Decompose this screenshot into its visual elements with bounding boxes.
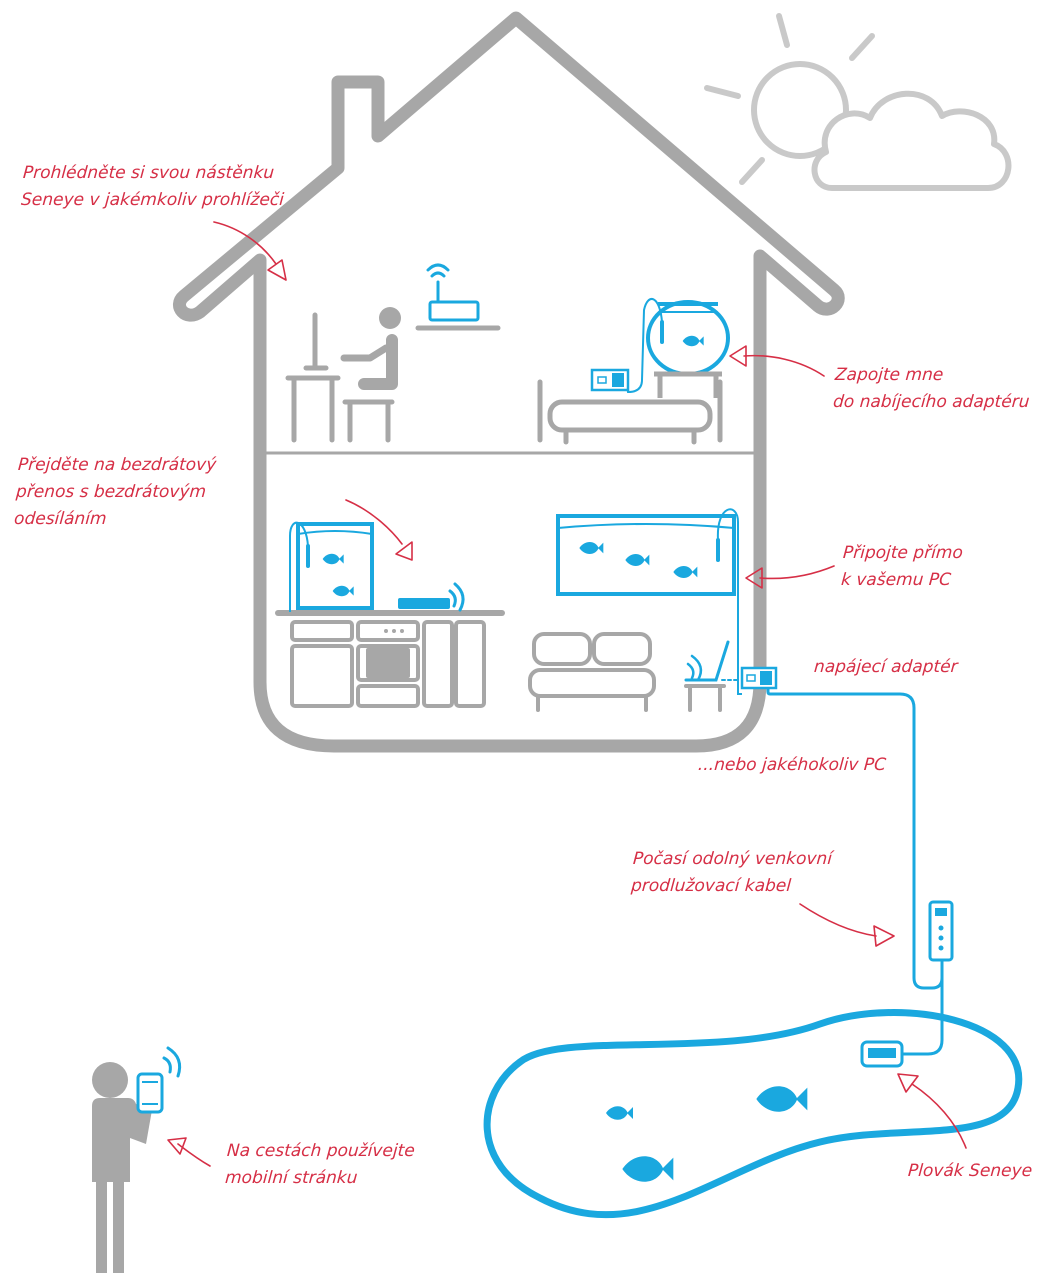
sun-icon [704,13,875,185]
fish-icon [756,1086,808,1112]
pond-icon [483,1009,1023,1219]
arrow-cable [799,903,895,947]
wifi-icon [448,582,465,612]
label-wireless-line1: Přejděte na bezdrátový [17,455,217,475]
arrow-float [897,1073,967,1149]
label-charger-line1: Zapojte mne [834,365,944,385]
seneye-float-icon [860,1040,904,1068]
label-wireless-line3: odesíláním [13,509,108,529]
person-icon [92,1062,152,1273]
arrow-pc [745,565,835,589]
arrow-wireless [345,499,413,561]
label-wireless: Přejděte na bezdrátový přenos s bezdráto… [13,452,217,533]
label-dashboard: Prohlédněte si svou nástěnku Seneye v ja… [20,160,287,214]
label-pc-line1: Připojte přímo [842,543,964,563]
desk-computer-icon [285,312,341,443]
label-cable-line1: Počasí odolný venkovní [632,849,833,869]
label-direct-pc: Připojte přímo k vašemu PC [840,540,964,594]
power-socket-icon [740,666,778,690]
aquarium-icon [556,508,742,695]
label-dashboard-line2: Seneye v jakémkoliv prohlížeči [20,190,285,210]
label-float: Plovák Seneye [907,1161,1033,1181]
label-dashboard-line1: Prohlédněte si svou nástěnku [22,163,275,183]
arrow-charger [729,345,825,377]
arrow-dashboard [213,221,287,281]
label-mobile-line1: Na cestách používejte [226,1141,416,1161]
label-wireless-line2: přenos s bezdrátovým [15,482,207,502]
laptop-icon [684,640,741,712]
label-charger: Zapojte mne do nabíjecího adaptéru [832,362,1032,416]
label-cable-line2: prodlužovací kabel [630,876,792,896]
fish-bowl-icon [625,298,730,398]
label-extension-cable: Počasí odolný venkovní prodlužovací kabe… [630,846,833,900]
person-at-desk-icon [340,307,401,443]
label-power-adapter: napájecí adaptér [813,657,959,677]
label-any-pc: ...nebo jakéhokoliv PC [697,755,887,775]
label-mobile: Na cestách používejte mobilní stránku [224,1138,416,1192]
usb-extension-icon [766,688,954,1056]
sofa-icon [537,379,723,445]
label-pc-line2: k vašemu PC [840,570,952,590]
label-charger-line2: do nabíjecího adaptéru [832,392,1031,412]
fish-icon [606,1106,633,1120]
kitchen-icon [275,610,505,708]
power-socket-icon [590,368,630,392]
sofa-icon [528,632,656,712]
arrow-mobile [167,1137,211,1167]
phone-icon [136,1072,164,1114]
aquarium-icon [289,521,450,612]
label-mobile-line2: mobilní stránku [224,1168,359,1188]
fish-icon [622,1156,674,1182]
wifi-icon [162,1046,182,1078]
cloud-icon [811,90,1012,191]
wifi-router-icon [415,263,501,331]
house-icon [173,11,845,753]
